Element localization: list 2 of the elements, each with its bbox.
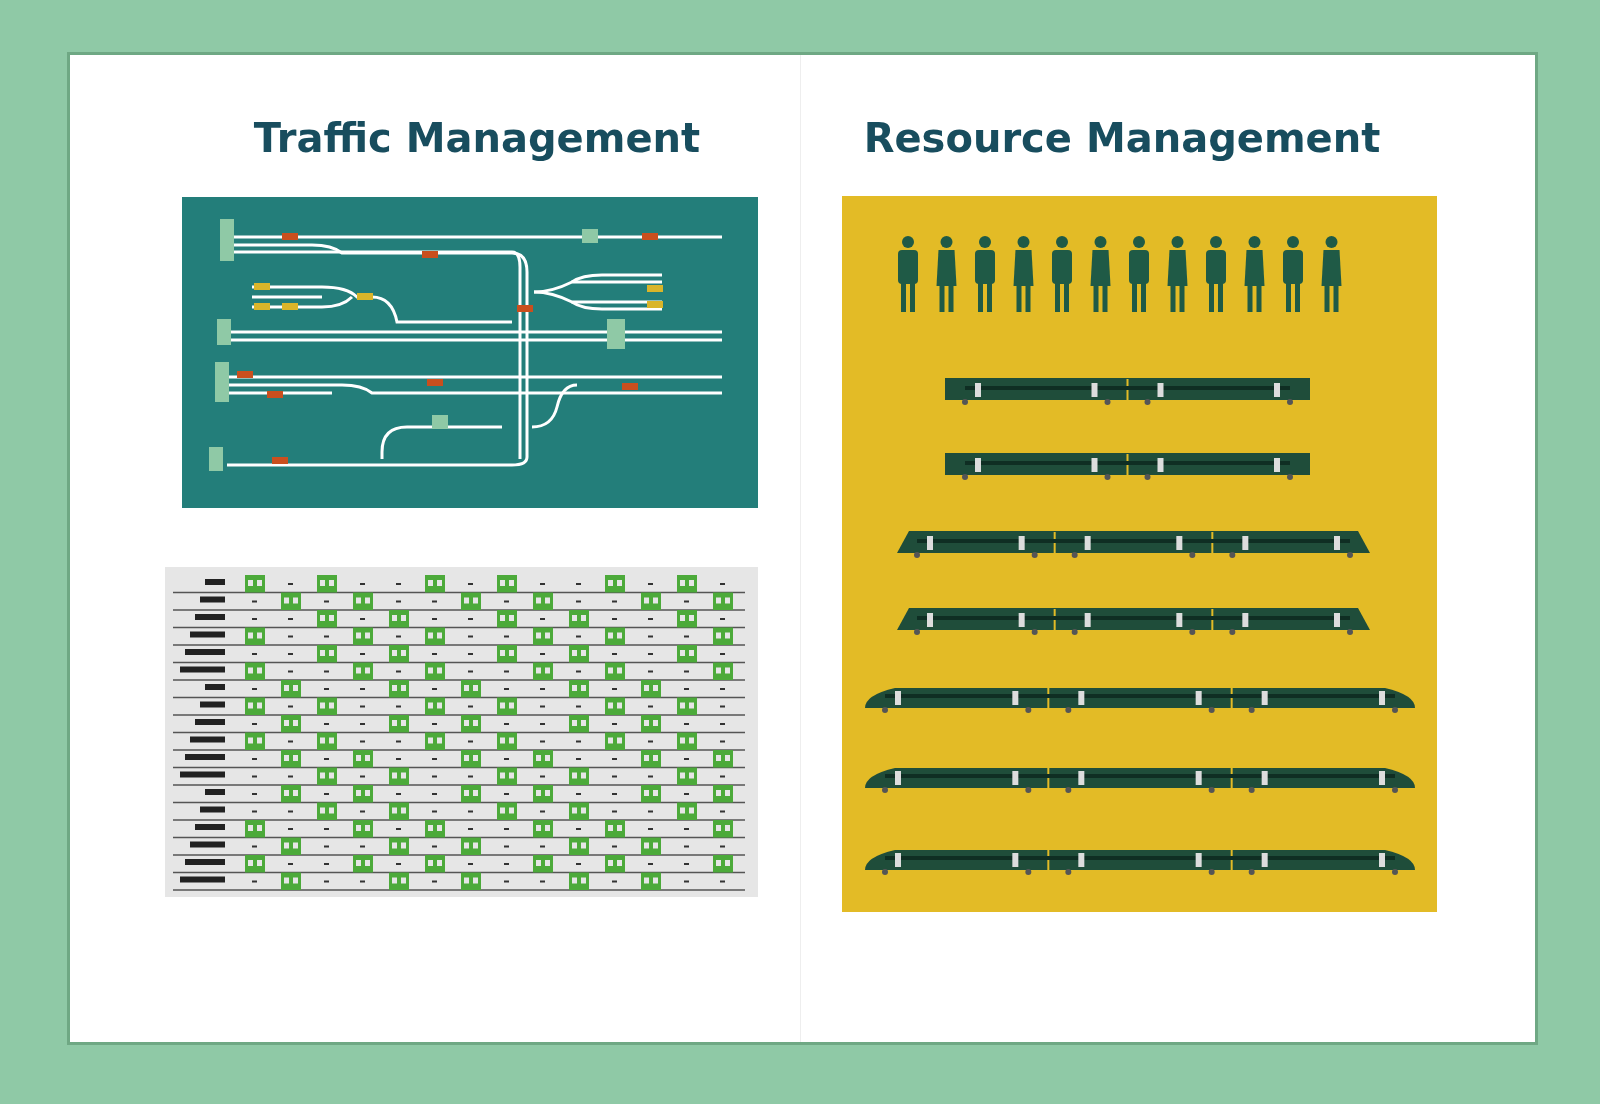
heading: Resource Management — [863, 115, 1381, 161]
heading: Traffic Management — [253, 115, 701, 161]
